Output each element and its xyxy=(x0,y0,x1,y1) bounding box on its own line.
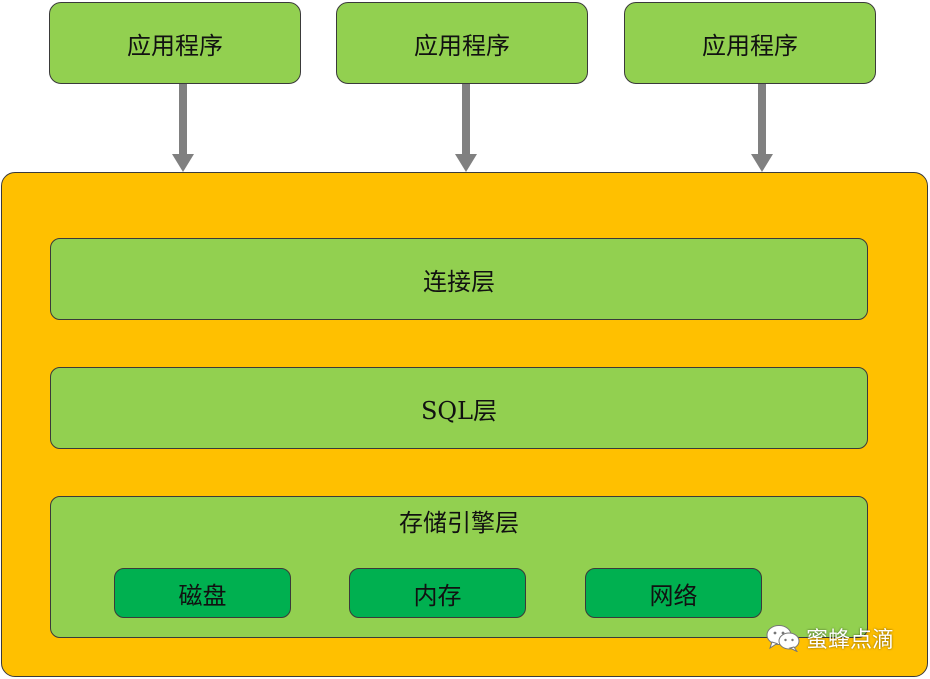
storage-engine-layer-label: 存储引擎层 xyxy=(399,509,519,537)
watermark: 蜜蜂点滴 xyxy=(766,622,894,654)
application-label: 应用程序 xyxy=(127,31,223,60)
down-arrow xyxy=(455,84,477,172)
sql-layer: SQL层 xyxy=(50,367,868,449)
storage-medium-label: 磁盘 xyxy=(178,581,227,610)
storage-medium-box: 内存 xyxy=(349,568,526,618)
application-box: 应用程序 xyxy=(49,2,301,84)
application-box: 应用程序 xyxy=(624,2,876,84)
application-label: 应用程序 xyxy=(702,31,798,60)
storage-medium-box: 网络 xyxy=(585,568,762,618)
application-box: 应用程序 xyxy=(336,2,588,84)
sql-layer-label: SQL层 xyxy=(420,396,498,425)
connection-layer-label: 连接层 xyxy=(423,267,495,296)
storage-medium-box: 磁盘 xyxy=(114,568,291,618)
database-server-container: 连接层 SQL层 存储引擎层 磁盘 内存 网络 xyxy=(1,172,928,677)
storage-medium-label: 网络 xyxy=(649,581,698,610)
wechat-icon xyxy=(766,625,800,652)
down-arrow xyxy=(172,84,194,172)
storage-medium-label: 内存 xyxy=(413,581,462,610)
connection-layer: 连接层 xyxy=(50,238,868,320)
application-label: 应用程序 xyxy=(414,31,510,60)
watermark-text: 蜜蜂点滴 xyxy=(806,628,895,653)
down-arrow xyxy=(751,84,773,172)
